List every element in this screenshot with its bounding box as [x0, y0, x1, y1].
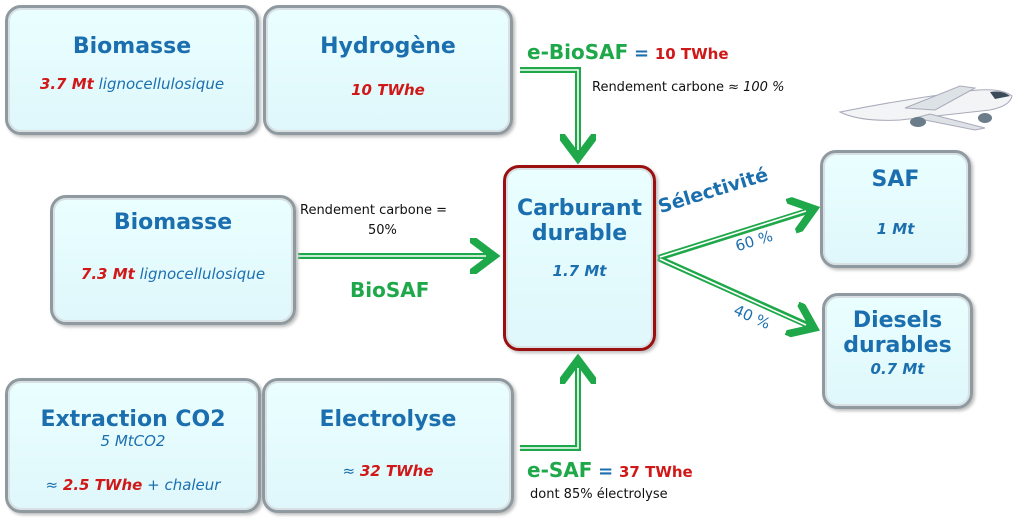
box-title: Electrolyse — [319, 407, 457, 432]
ebiosaf-value: 10 TWhe — [654, 45, 729, 63]
biosaf-label: BioSAF — [350, 278, 430, 302]
biosaf-note-1: Rendement carbone = — [300, 203, 447, 218]
box-value: 32 TWhe — [359, 462, 434, 480]
esaf-arrow — [520, 360, 578, 451]
box-title: Extraction CO2 — [40, 407, 226, 432]
box-value: 0.7 Mt — [870, 360, 925, 378]
biosaf-note-2: 50% — [368, 223, 397, 238]
box-value: 2.5 TWhe — [62, 476, 143, 494]
carburant-durable-box: Carburant durable 1.7 Mt — [503, 165, 656, 351]
note-value: 100 % — [743, 80, 785, 95]
box-value: 3.7 Mt — [39, 75, 94, 93]
approx-sign: ≈ — [45, 476, 59, 494]
box-value: 1.7 Mt — [552, 262, 607, 280]
box-value: 1 Mt — [876, 220, 915, 238]
electrolyse-box: Electrolyse ≈ 32 TWhe — [262, 378, 514, 513]
ebiosaf-arrow — [520, 67, 578, 158]
saf-box: SAF 1 Mt — [820, 150, 971, 268]
box-title: Hydrogène — [320, 34, 456, 59]
extraction-co2-box: Extraction CO2 5 MtCO2 ≈ 2.5 TWhe + chal… — [5, 378, 261, 513]
biomasse-box-2: Biomasse 7.3 Mt lignocellulosique — [50, 195, 296, 325]
box-title-1: Diesels — [852, 308, 943, 333]
hydrogene-box: Hydrogène 10 TWhe — [263, 5, 513, 135]
box-value: 10 TWhe — [351, 81, 425, 99]
ebiosaf-name: e-BioSAF — [527, 40, 629, 64]
box-title: Biomasse — [113, 210, 233, 235]
eq: = — [598, 461, 614, 482]
approx-sign: ≈ — [342, 462, 356, 480]
airplane-icon — [838, 85, 1013, 131]
box-title: Biomasse — [72, 34, 192, 59]
eq: = — [633, 43, 650, 64]
note-text: Rendement carbone ≈ — [592, 80, 739, 95]
esaf-note: dont 85% électrolyse — [530, 487, 668, 502]
esaf-label: e-SAF = 37 TWhe — [527, 458, 693, 482]
esaf-value: 37 TWhe — [618, 463, 693, 481]
diesels-box: Diesels durables 0.7 Mt — [822, 293, 973, 409]
box-title-1: Carburant — [516, 196, 643, 221]
box-title-2: durable — [531, 221, 628, 246]
box-sub: 5 MtCO2 — [100, 432, 166, 450]
box-desc: lignocellulosique — [139, 265, 266, 283]
box-title: SAF — [871, 167, 920, 192]
box-title-2: durables — [843, 333, 952, 358]
ebiosaf-label: e-BioSAF = 10 TWhe — [527, 40, 729, 64]
biomasse-box-1: Biomasse 3.7 Mt lignocellulosique — [5, 5, 259, 135]
ebiosaf-note: Rendement carbone ≈ 100 % — [592, 80, 784, 95]
esaf-name: e-SAF — [527, 458, 593, 482]
box-extra: + chaleur — [147, 476, 221, 494]
box-value: 7.3 Mt — [80, 265, 135, 283]
box-desc: lignocellulosique — [98, 75, 225, 93]
